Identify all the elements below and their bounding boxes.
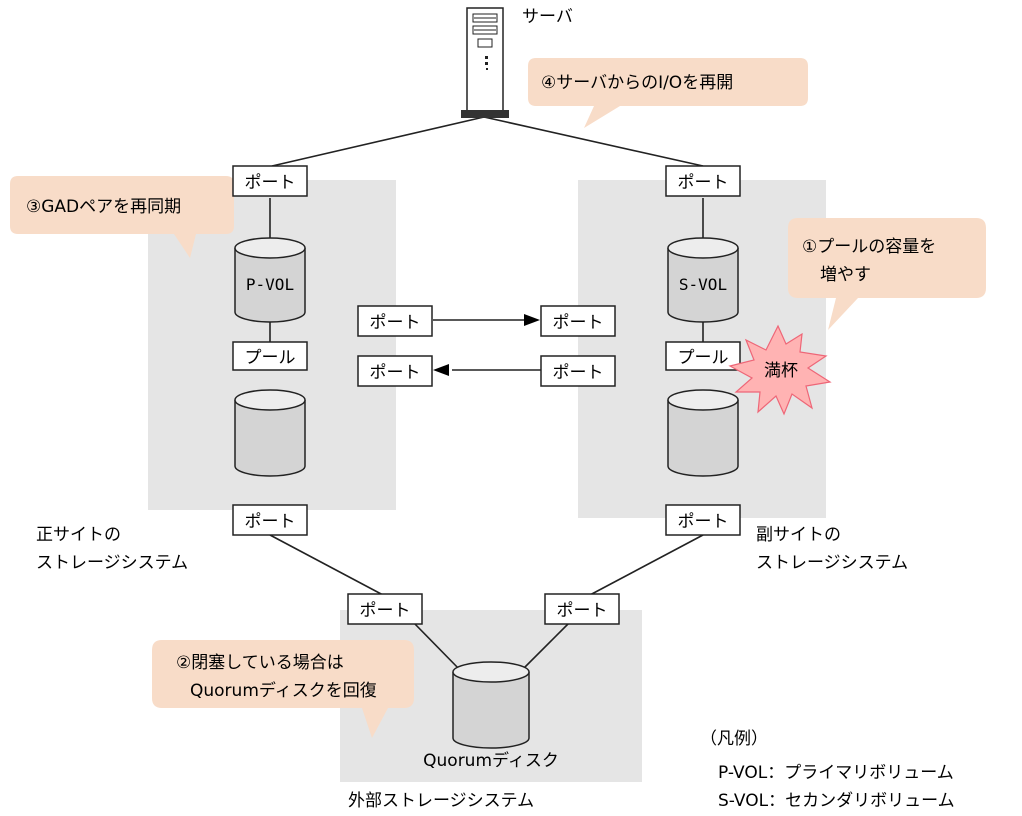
svol-cylinder <box>667 237 739 323</box>
primary-bottom-port-box <box>232 504 308 536</box>
legend-item-pvol: P-VOL：プライマリボリューム <box>718 763 954 783</box>
primary-top-port-box <box>232 165 308 197</box>
primary-site-label-line1: 正サイトの <box>36 525 121 545</box>
secondary-top-port-label: ポート <box>678 173 729 193</box>
external-right-port-label: ポート <box>557 601 608 621</box>
callout-step4: ④サーバからのI/Oを再開 <box>541 73 733 93</box>
connection-lines <box>269 116 704 673</box>
external-storage-label: 外部ストレージシステム <box>348 791 534 811</box>
pool-full-label: 満杯 <box>764 361 798 381</box>
arrow-head-left <box>433 364 449 376</box>
pvol-label: P-VOL <box>246 275 294 294</box>
legend-title: （凡例） <box>700 729 768 749</box>
mid-left-port-2-label: ポート <box>370 363 421 383</box>
callout-step3-bubble <box>10 176 234 258</box>
legend-item-svol: S-VOL：セカンダリボリューム <box>718 791 955 811</box>
pvol-cylinder <box>234 237 306 323</box>
mid-right-port-1-label: ポート <box>553 313 604 333</box>
mid-right-port-2-label: ポート <box>553 363 604 383</box>
server-icon <box>461 7 509 118</box>
primary-pool-cylinder <box>234 389 306 477</box>
external-left-port-box <box>347 593 423 625</box>
mid-right-port-1-box <box>540 305 616 337</box>
mid-left-port-2-box <box>357 355 433 387</box>
callout-step4-bubble <box>528 58 808 128</box>
primary-pool-box <box>232 341 308 371</box>
arrow-head-right <box>524 314 540 326</box>
callout-step2-bubble <box>152 640 414 738</box>
callout-step1-line2: 増やす <box>820 265 871 285</box>
primary-pool-label: プール <box>245 348 296 368</box>
primary-site-label-line2: ストレージシステム <box>36 553 188 573</box>
quorum-disk-cylinder <box>452 661 530 749</box>
server-label: サーバ <box>522 7 573 27</box>
primary-top-port-label: ポート <box>245 173 296 193</box>
callout-step1-bubble <box>788 218 986 330</box>
callout-step2-line2: Quorumディスクを回復 <box>190 680 377 701</box>
secondary-pool-cylinder <box>667 389 739 477</box>
secondary-pool-box <box>665 341 741 371</box>
mid-left-port-1-label: ポート <box>370 313 421 333</box>
callout-step1-line1: ①プールの容量を <box>802 237 936 257</box>
secondary-top-port-box <box>665 165 741 197</box>
secondary-pool-label: プール <box>678 348 729 368</box>
secondary-site-label-line1: 副サイトの <box>756 525 841 545</box>
pool-full-burst <box>728 324 832 416</box>
mid-left-port-1-box <box>357 305 433 337</box>
external-left-port-label: ポート <box>360 601 411 621</box>
secondary-bottom-port-label: ポート <box>678 512 729 532</box>
secondary-site-label-line2: ストレージシステム <box>756 553 908 573</box>
secondary-bottom-port-box <box>665 504 741 536</box>
primary-bottom-port-label: ポート <box>245 512 296 532</box>
quorum-disk-label: Quorumディスク <box>423 750 559 771</box>
callout-step3: ③GADペアを再同期 <box>26 197 181 217</box>
external-right-port-box <box>544 593 620 625</box>
svol-label: S-VOL <box>679 275 727 294</box>
callout-step2-line1: ②閉塞している場合は <box>176 653 344 673</box>
mid-right-port-2-box <box>540 355 616 387</box>
